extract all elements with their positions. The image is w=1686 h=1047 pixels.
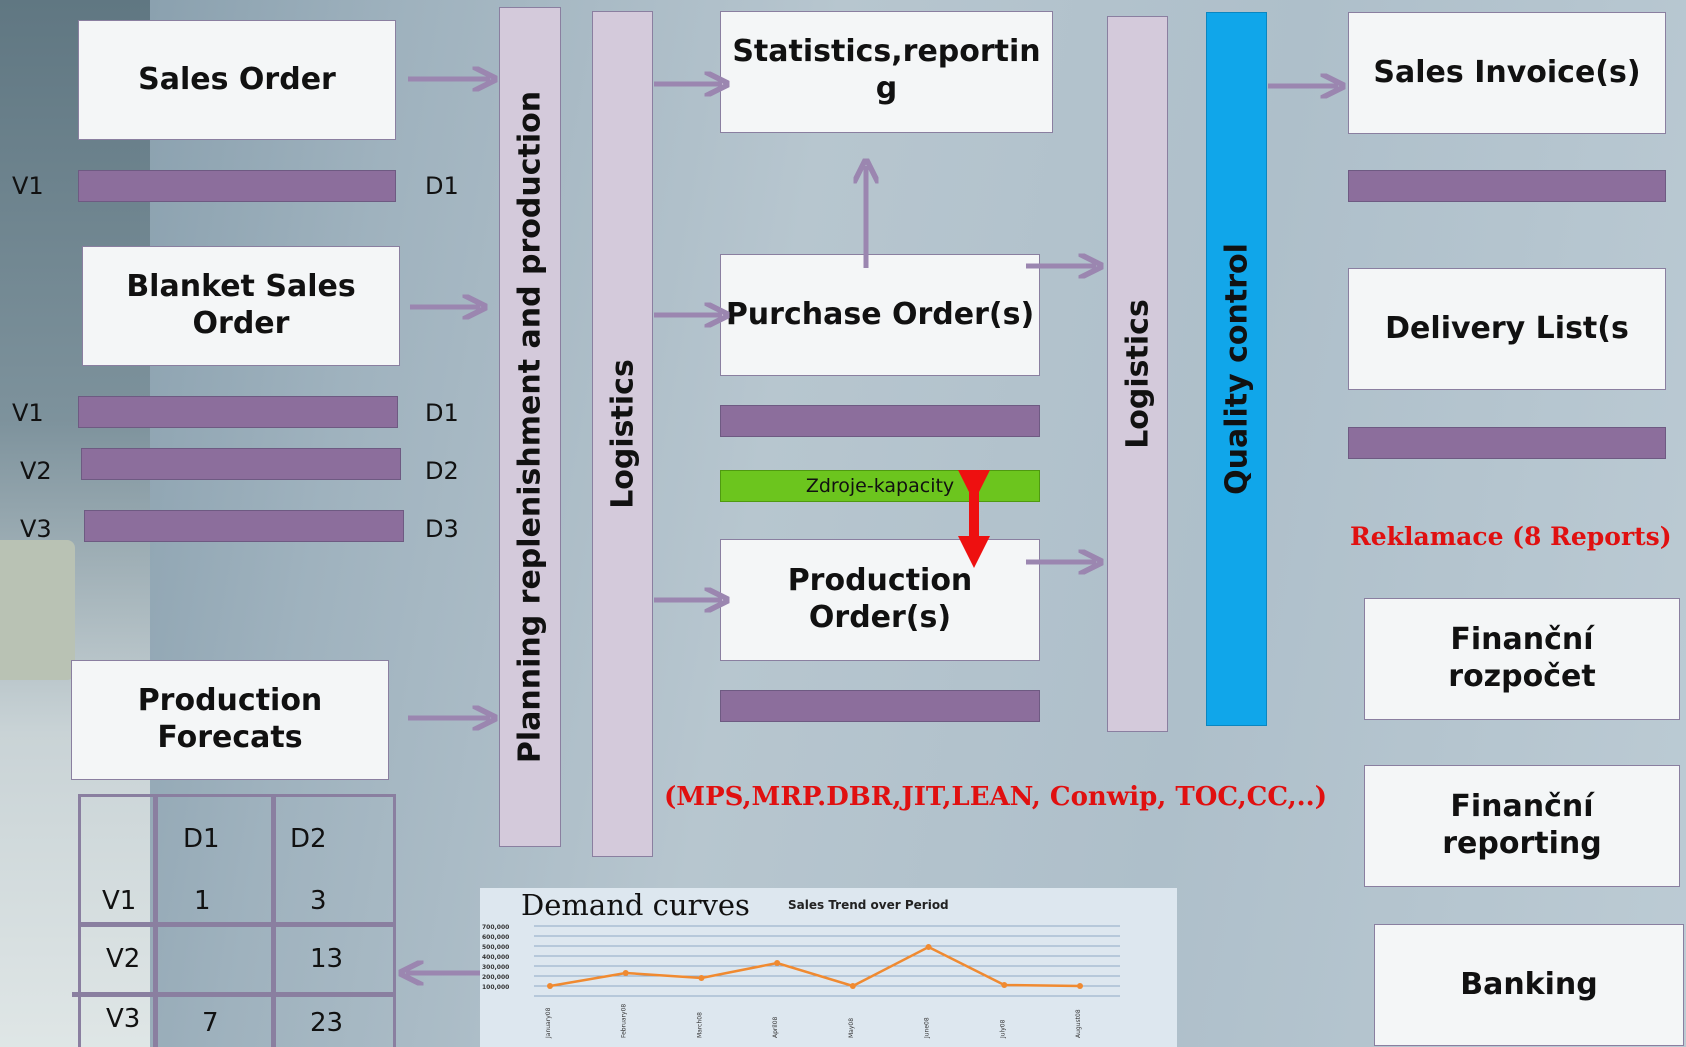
production-forecasts-label: Production Forecats (137, 683, 323, 755)
bar-label-d1-top: D1 (425, 172, 459, 200)
bar-label-d2: D2 (425, 457, 459, 485)
logistics-column-left: Logistics (592, 11, 653, 857)
table-row-label-v1: V1 (102, 886, 137, 916)
reklamace-note: Reklamace (8 Reports) (1350, 522, 1672, 551)
production-orders-bar (720, 690, 1040, 722)
table-cell-v3-d1: 7 (202, 1008, 219, 1038)
delivery-list-bar (1348, 427, 1666, 459)
delivery-list-box: Delivery List(s (1348, 268, 1666, 390)
chart-point (925, 944, 932, 950)
blanket-sales-order-box: Blanket Sales Order (82, 246, 400, 366)
chart-point (849, 983, 856, 989)
table-cell-v1-d1: 1 (194, 886, 211, 916)
chart-series-line (549, 945, 1081, 988)
table-header-d1: D1 (183, 824, 220, 854)
blanket-sales-order-label: Blanket Sales Order (126, 269, 356, 341)
production-orders-label: Production Order(s) (787, 563, 973, 635)
purchase-orders-label: Purchase Order(s) (725, 296, 1035, 332)
financni-reporting-box: Finanční reporting (1364, 765, 1680, 887)
table-row-label-v2: V2 (106, 944, 141, 974)
financni-rozpocet-box: Finanční rozpočet (1364, 598, 1680, 720)
bar-label-v1-top: V1 (12, 172, 44, 200)
chart-x-tick-label: January08 (545, 1007, 552, 1039)
resources-capacity-label: Zdroje-kapacity (805, 475, 955, 497)
sales-order-label: Sales Order (138, 61, 336, 97)
table-divider-h1 (78, 922, 396, 927)
chart-point (547, 983, 553, 989)
bar-label-d3: D3 (425, 515, 459, 543)
statistics-reporting-box: Statistics,reportin g (720, 11, 1053, 133)
chart-y-tick-label: 500,000 (482, 944, 509, 951)
chart-y-tick-label: 200,000 (482, 974, 509, 981)
methods-note: (MPS,MRP.DBR,JIT,LEAN, Conwip, TOC,CC,..… (664, 782, 1328, 812)
chart-point (698, 975, 705, 981)
chart-x-tick-label: July08 (999, 1019, 1006, 1039)
sales-invoices-label: Sales Invoice(s) (1373, 54, 1641, 90)
chart-point (1077, 983, 1083, 989)
financni-rozpocet-label: Finanční rozpočet (1448, 622, 1596, 694)
chart-x-tick-label: April08 (772, 1016, 779, 1038)
chart-x-tick-label: May08 (848, 1018, 855, 1038)
banking-label: Banking (1460, 966, 1598, 1002)
blanket-bar-v1 (78, 396, 398, 428)
chart-x-tick-label: August08 (1075, 1009, 1082, 1038)
bar-label-v1: V1 (12, 399, 44, 427)
chart-y-tick-label: 400,000 (482, 954, 509, 961)
statistics-reporting-label: Statistics,reportin g (732, 34, 1041, 106)
table-divider-v1 (153, 794, 158, 1047)
chart-x-tick-label: June08 (924, 1017, 931, 1039)
volume-table: D1 D2 V1 1 3 V2 13 V3 7 23 (72, 794, 396, 1047)
chart-y-tick-label: 600,000 (482, 934, 509, 941)
planning-column: Planning replenishment and production (499, 7, 561, 847)
bar-label-d1: D1 (425, 399, 459, 427)
chart-point (774, 960, 781, 966)
chart-y-tick-label: 100,000 (482, 984, 509, 991)
demand-chart-panel: Demand curves Sales Trend over Period 70… (480, 888, 1177, 1047)
demand-caption: Demand curves (521, 888, 750, 922)
financni-reporting-label: Finanční reporting (1442, 789, 1602, 861)
chart-y-tick-label: 300,000 (482, 964, 509, 971)
logistics-column-right: Logistics (1107, 16, 1168, 732)
chart-point (622, 970, 629, 976)
demand-chart: 700,000 600,000 500,000 400,000 300,000 200,0… (482, 924, 1120, 1039)
sales-order-box: Sales Order (78, 20, 396, 140)
demand-chart-title: Sales Trend over Period (788, 898, 949, 912)
background-panel-tile (0, 540, 75, 680)
table-cell-v1-d2: 3 (310, 886, 327, 916)
delivery-list-label: Delivery List(s (1385, 310, 1629, 346)
table-divider-v2 (271, 794, 276, 1047)
blanket-bar-v3 (84, 510, 404, 542)
table-header-d2: D2 (290, 824, 327, 854)
chart-point (1001, 982, 1008, 988)
sales-invoices-bar (1348, 170, 1666, 202)
chart-x-tick-label: March08 (696, 1012, 703, 1038)
table-grid (78, 794, 396, 1047)
table-divider-h2 (72, 992, 396, 997)
quality-control-column: Quality control (1206, 12, 1267, 726)
blanket-bar-v2 (81, 448, 401, 480)
sales-order-bar (78, 170, 396, 202)
chart-y-tick-label: 700,000 (482, 924, 509, 931)
purchase-orders-bar (720, 405, 1040, 437)
banking-box: Banking (1374, 924, 1684, 1046)
bar-label-v2: V2 (20, 457, 52, 485)
chart-x-tick-label: February08 (621, 1004, 628, 1038)
table-row-label-v3: V3 (106, 1004, 141, 1034)
production-forecasts-box: Production Forecats (71, 660, 389, 780)
purchase-orders-box: Purchase Order(s) (720, 254, 1040, 376)
bar-label-v3: V3 (20, 515, 52, 543)
sales-invoices-box: Sales Invoice(s) (1348, 12, 1666, 134)
table-cell-v2-d2: 13 (310, 944, 344, 974)
table-cell-v3-d2: 23 (310, 1008, 344, 1038)
